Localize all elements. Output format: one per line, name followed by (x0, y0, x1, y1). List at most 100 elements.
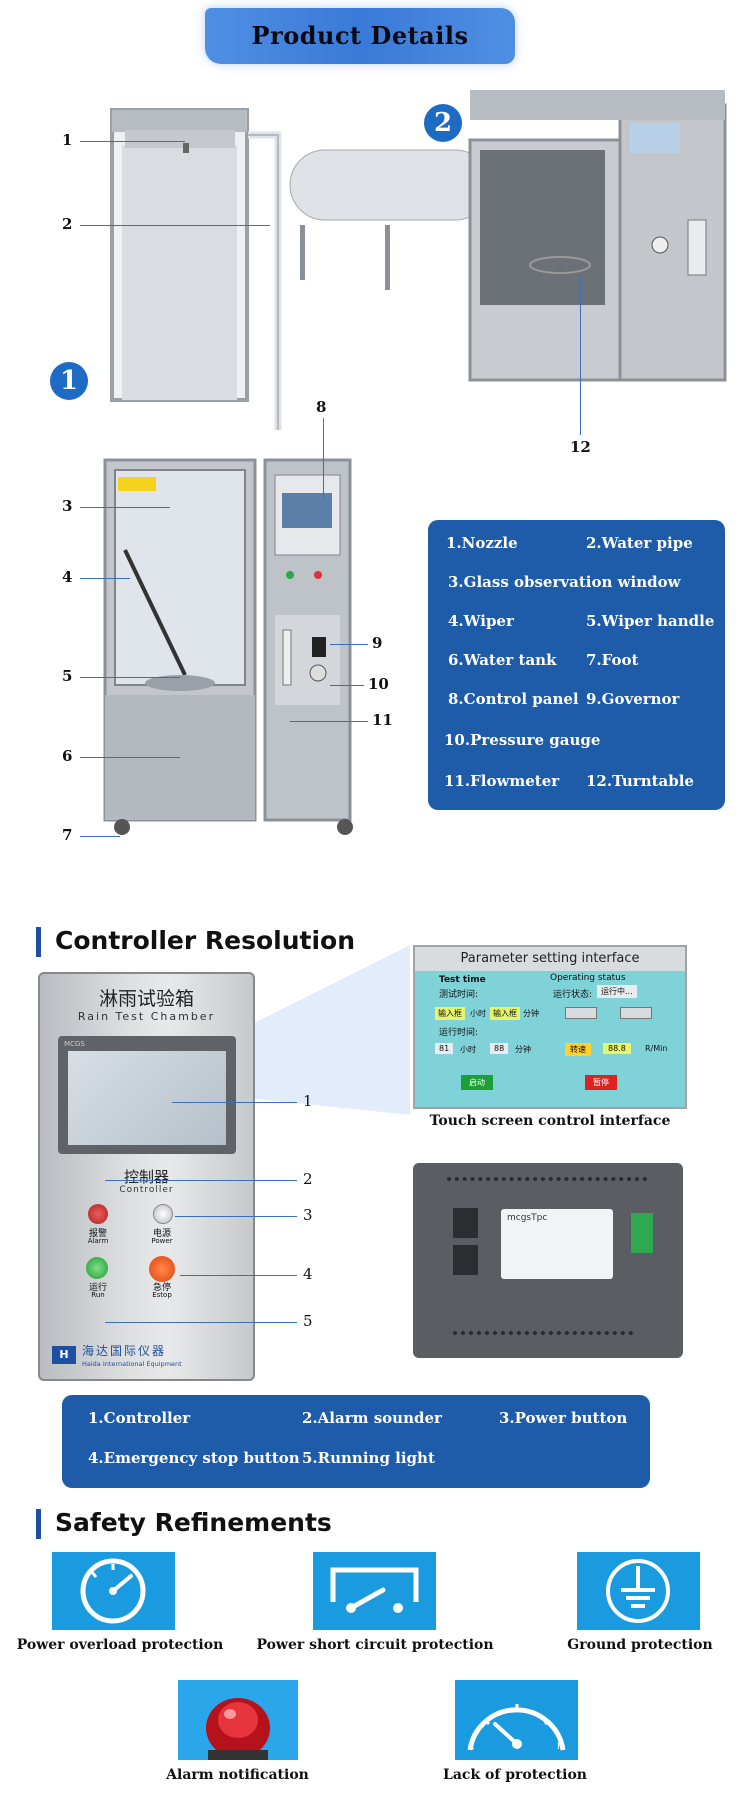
legend-item: 11.Flowmeter (444, 772, 560, 790)
back-panel-brand: mcgsTpc (507, 1213, 548, 1223)
gauge-icon (52, 1552, 175, 1630)
value-hours: 81 (435, 1043, 454, 1054)
section-marker (36, 1509, 41, 1539)
touch-screen-interface: Parameter setting interface Test time Op… (413, 945, 687, 1109)
ctrl-callout-5: 5 (303, 1312, 313, 1330)
hmi-back-panel: mcgsTpc (413, 1163, 683, 1358)
safety-section-title: Safety Refinements (55, 1508, 332, 1537)
safety-label: Lack of protection (443, 1767, 587, 1783)
callout-5: 5 (62, 667, 73, 685)
legend-item: 3.Power button (499, 1409, 628, 1427)
projection-beam (220, 945, 410, 1145)
brand-logo: H (52, 1346, 76, 1364)
callout-4: 4 (62, 568, 73, 586)
panel-title-en: Rain Test Chamber (77, 1010, 216, 1023)
rain-chamber-illustration (103, 90, 727, 835)
start-button-b[interactable] (620, 1007, 652, 1019)
hmi-screen[interactable]: MCGS (58, 1036, 236, 1154)
callout-line (80, 225, 270, 226)
run-time-row: 运行时间: (439, 1028, 479, 1038)
callout-1: 1 (62, 131, 73, 149)
run-label-en: Run (91, 1291, 105, 1299)
legend-item: 4.Wiper (448, 612, 514, 630)
unit-hour: 小时 (470, 1009, 486, 1018)
controller-label-en: Controller (119, 1185, 174, 1195)
callout-line (175, 1216, 297, 1217)
callout-line (323, 418, 324, 498)
unit-hour-2: 小时 (460, 1045, 476, 1054)
unit-min: 分钟 (523, 1009, 539, 1018)
legend-item: 3.Glass observation window (448, 573, 681, 591)
legend-item: 7.Foot (586, 651, 639, 669)
alarm-light-icon (178, 1680, 298, 1760)
value-minutes: 88 (490, 1043, 509, 1054)
ctrl-callout-4: 4 (303, 1265, 313, 1283)
input-hours[interactable]: 输入框 (435, 1007, 465, 1020)
brand-name-en: Haida International Equipment (82, 1360, 182, 1368)
machine-1-badge: 1 (50, 362, 88, 400)
callout-6: 6 (62, 747, 73, 765)
callout-line (80, 757, 180, 758)
start-button-a[interactable] (565, 1007, 597, 1019)
legend-item: 10.Pressure gauge (444, 731, 601, 749)
callout-line (80, 836, 120, 837)
estop-label-cn: 急停 (152, 1283, 171, 1293)
speed-unit: R/Min (645, 1044, 668, 1053)
panel-title-cn: 淋雨试验箱 (98, 988, 194, 1010)
legend-item: 1.Nozzle (446, 534, 518, 552)
touch-screen-caption: Touch screen control interface (429, 1113, 671, 1129)
callout-line (330, 644, 368, 645)
product-legend-panel: 1.Nozzle 2.Water pipe 3.Glass observatio… (428, 520, 725, 810)
safety-label: Power short circuit protection (256, 1637, 494, 1653)
pressure-dial-icon: E F (455, 1680, 578, 1760)
callout-12: 12 (570, 438, 591, 456)
legend-item: 9.Governor (586, 690, 680, 708)
input-minutes[interactable]: 输入框 (490, 1007, 520, 1020)
header-banner (205, 8, 515, 64)
screen-title: Parameter setting interface (415, 947, 685, 971)
ctrl-callout-1: 1 (303, 1092, 313, 1110)
callout-7: 7 (62, 826, 73, 844)
legend-item: 6.Water tank (448, 651, 557, 669)
power-label-cn: 电源 (152, 1229, 171, 1239)
power-button[interactable] (153, 1204, 173, 1224)
run-button[interactable]: 启动 (461, 1075, 493, 1090)
switch-circuit-icon (313, 1552, 436, 1630)
estop-label-en: Estop (152, 1291, 172, 1299)
legend-item: 5.Running light (302, 1449, 435, 1467)
callout-line (330, 685, 364, 686)
estop-button[interactable] (149, 1256, 175, 1282)
status-value: 运行中... (597, 985, 637, 998)
callout-line (80, 677, 180, 678)
legend-item: 2.Water pipe (586, 534, 693, 552)
operating-status-label: Operating status (550, 973, 626, 983)
callout-line (80, 578, 130, 579)
callout-2: 2 (62, 215, 73, 233)
speed-value: 88.8 (603, 1043, 631, 1054)
callout-line (580, 275, 581, 435)
callout-line (80, 141, 185, 142)
unit-min-2: 分钟 (515, 1045, 531, 1054)
terminal-block (631, 1213, 653, 1253)
controller-legend-panel: 1.Controller 2.Alarm sounder 3.Power but… (62, 1395, 650, 1488)
product-figure (0, 85, 750, 885)
power-label-en: Power (151, 1237, 173, 1245)
alarm-button[interactable] (88, 1204, 108, 1224)
brand-name-cn: 海达国际仪器 (82, 1344, 167, 1358)
machine-2-badge: 2 (424, 104, 462, 142)
page-title: Product Details (251, 21, 469, 50)
ground-icon (577, 1552, 700, 1630)
controller-section-title: Controller Resolution (55, 926, 356, 955)
test-time-row: 测试时间: (439, 990, 479, 1000)
callout-8: 8 (316, 398, 327, 416)
hmi-brand: MCGS (64, 1040, 85, 1048)
safety-label: Alarm notification (166, 1767, 309, 1783)
alarm-label-en: Alarm (87, 1237, 109, 1245)
run-indicator[interactable] (86, 1257, 108, 1279)
speed-button[interactable]: 转速 (565, 1043, 591, 1056)
callout-10: 10 (368, 675, 389, 693)
pause-button[interactable]: 暂停 (585, 1075, 617, 1090)
legend-item: 12.Turntable (586, 772, 694, 790)
safety-label: Ground protection (567, 1637, 713, 1653)
callout-3: 3 (62, 497, 73, 515)
